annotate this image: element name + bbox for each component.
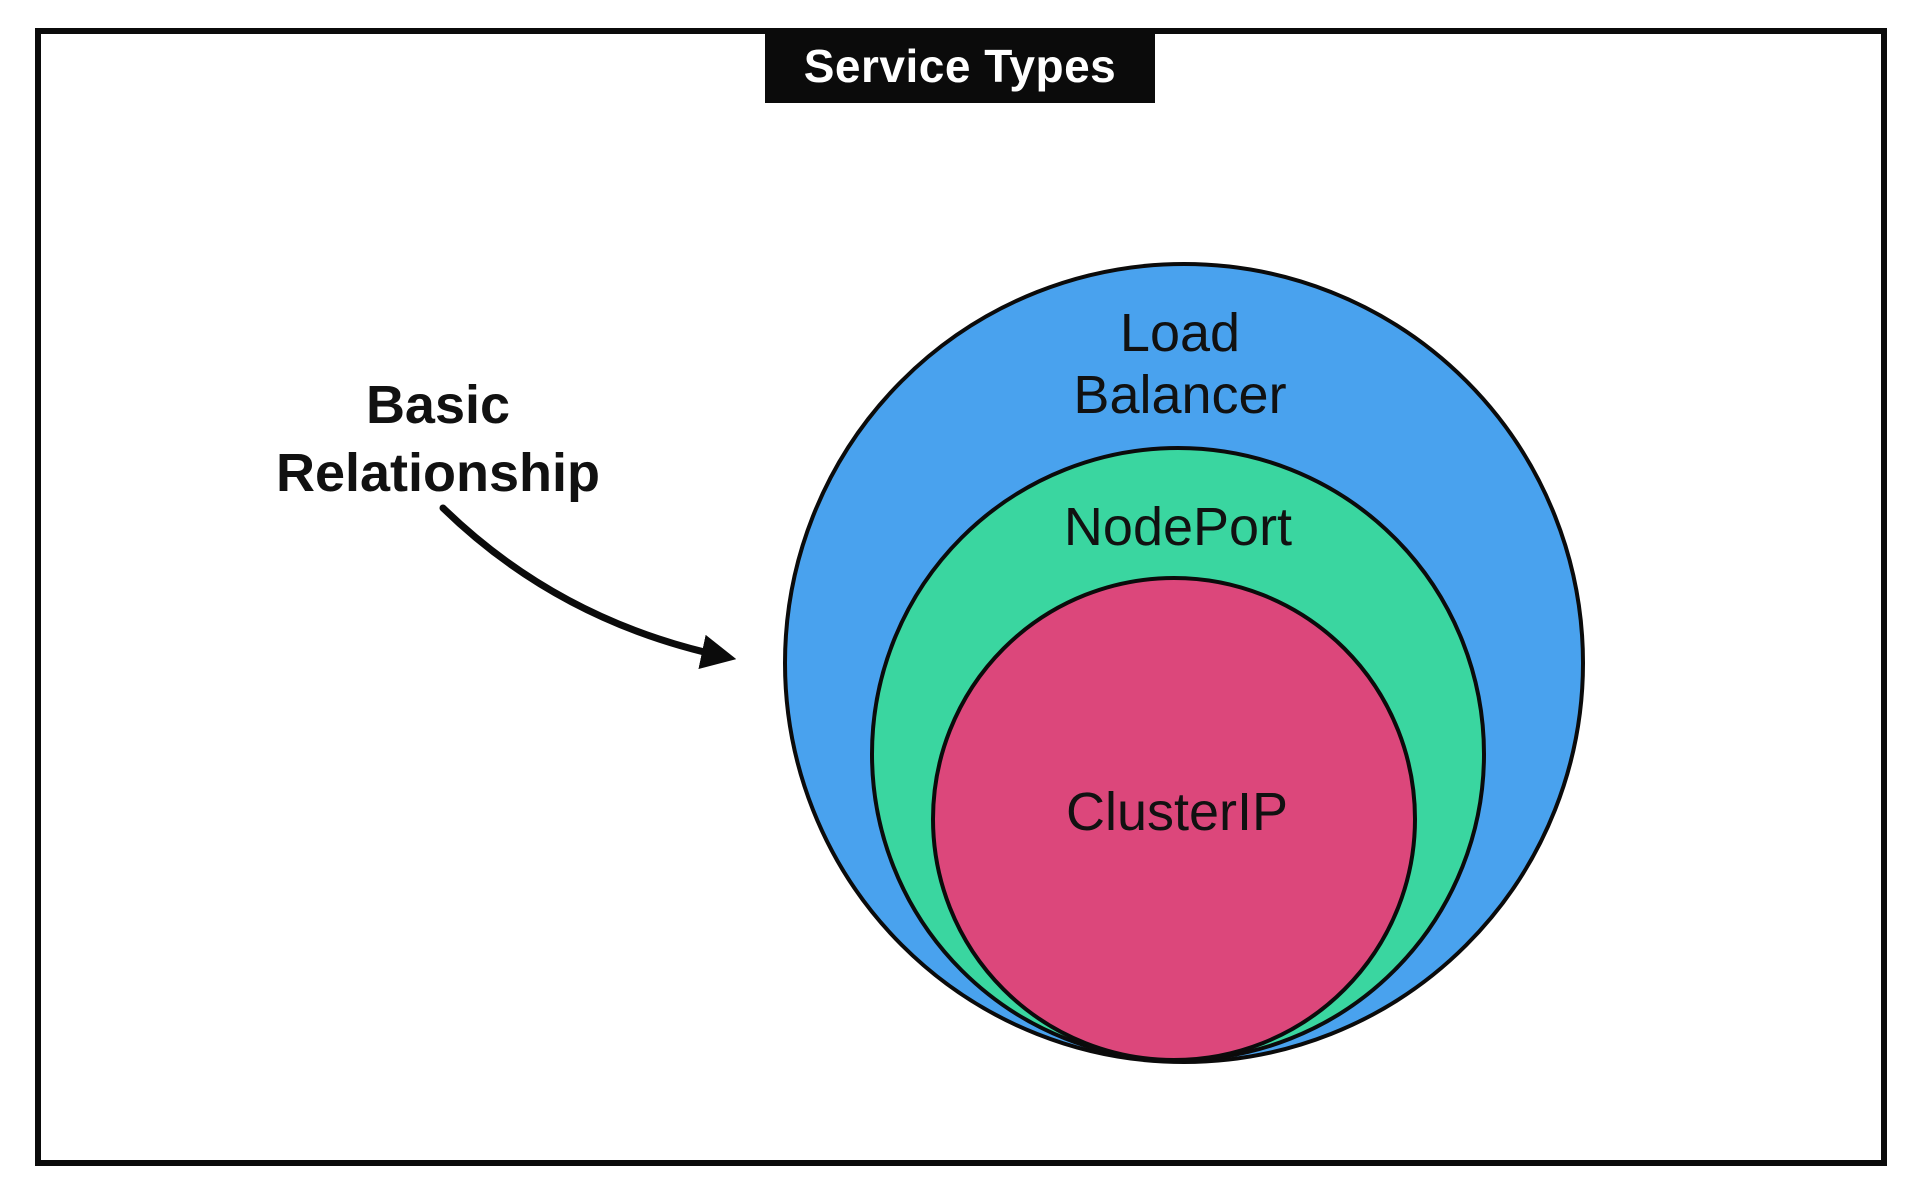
circle-clusterip [931, 576, 1417, 1062]
page-title: Service Types [803, 40, 1117, 92]
arrow-connector [439, 504, 737, 670]
title-box: Service Types [765, 29, 1155, 103]
